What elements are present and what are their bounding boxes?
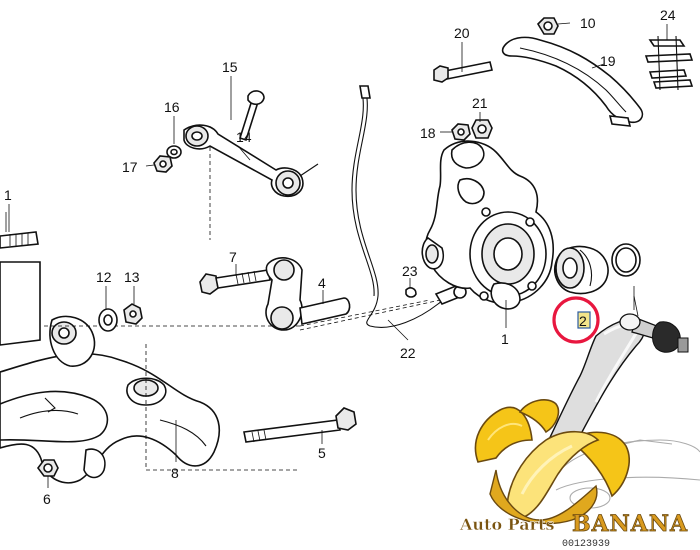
callout-15: 15	[222, 59, 238, 75]
callout-19: 19	[600, 53, 616, 69]
washer-12	[98, 308, 118, 332]
highlight-marker: 2	[552, 296, 600, 344]
callout-8: 8	[171, 465, 179, 481]
nut-6	[37, 459, 59, 477]
callout-7: 7	[229, 249, 237, 265]
callout-10: 10	[580, 15, 596, 31]
callout-numbers: 1 15 16 17 14 20 10 24 19 21 18 7 4 12 1…	[4, 7, 676, 507]
sensor-cable-22	[351, 85, 467, 328]
callout-12: 12	[96, 269, 112, 285]
callout-14: 14	[236, 129, 252, 145]
nut-10	[536, 17, 559, 35]
link-4	[265, 257, 351, 331]
brand-text-right: BANANA	[572, 511, 688, 537]
bolt-5	[243, 407, 357, 443]
nut-18	[451, 123, 471, 141]
callout-17: 17	[122, 159, 138, 175]
callout-20: 20	[454, 25, 470, 41]
brand-text-left: Auto Parts	[459, 515, 554, 534]
assembly-lines	[44, 126, 451, 471]
callout-13: 13	[124, 269, 140, 285]
bolt-7	[199, 269, 271, 295]
callout-23: 23	[402, 263, 418, 279]
drawing-number: 00123939	[562, 539, 610, 550]
clip-23	[405, 287, 417, 298]
leader-lines	[8, 22, 668, 488]
bracket-24	[644, 35, 694, 91]
callout-22: 22	[400, 345, 416, 361]
callout-21: 21	[472, 95, 488, 111]
partial-bolt-left	[0, 212, 39, 249]
retaining-ring	[611, 243, 641, 277]
washer-16	[166, 145, 182, 159]
callout-6: 6	[43, 491, 51, 507]
rubber-bushing-2	[554, 245, 609, 295]
callout-1-partial: 1	[4, 187, 12, 203]
upper-control-arm-14	[183, 124, 319, 198]
callout-4: 4	[318, 275, 326, 291]
callout-2: 2	[579, 313, 587, 329]
nut-21	[471, 119, 493, 139]
callout-5: 5	[318, 445, 326, 461]
bolt-15	[239, 90, 265, 142]
callout-1: 1	[501, 331, 509, 347]
callout-24: 24	[660, 7, 676, 23]
callout-16: 16	[164, 99, 180, 115]
nut-13	[123, 303, 143, 325]
bolt-20	[433, 61, 493, 83]
control-arm-19	[501, 36, 644, 127]
rear-subframe	[0, 261, 221, 484]
brand-watermark: Auto Parts BANANA	[459, 511, 688, 538]
banana-logo-icon	[474, 399, 630, 525]
wheel-carrier-1	[421, 140, 554, 310]
nut-17	[153, 155, 173, 173]
callout-18: 18	[420, 125, 436, 141]
